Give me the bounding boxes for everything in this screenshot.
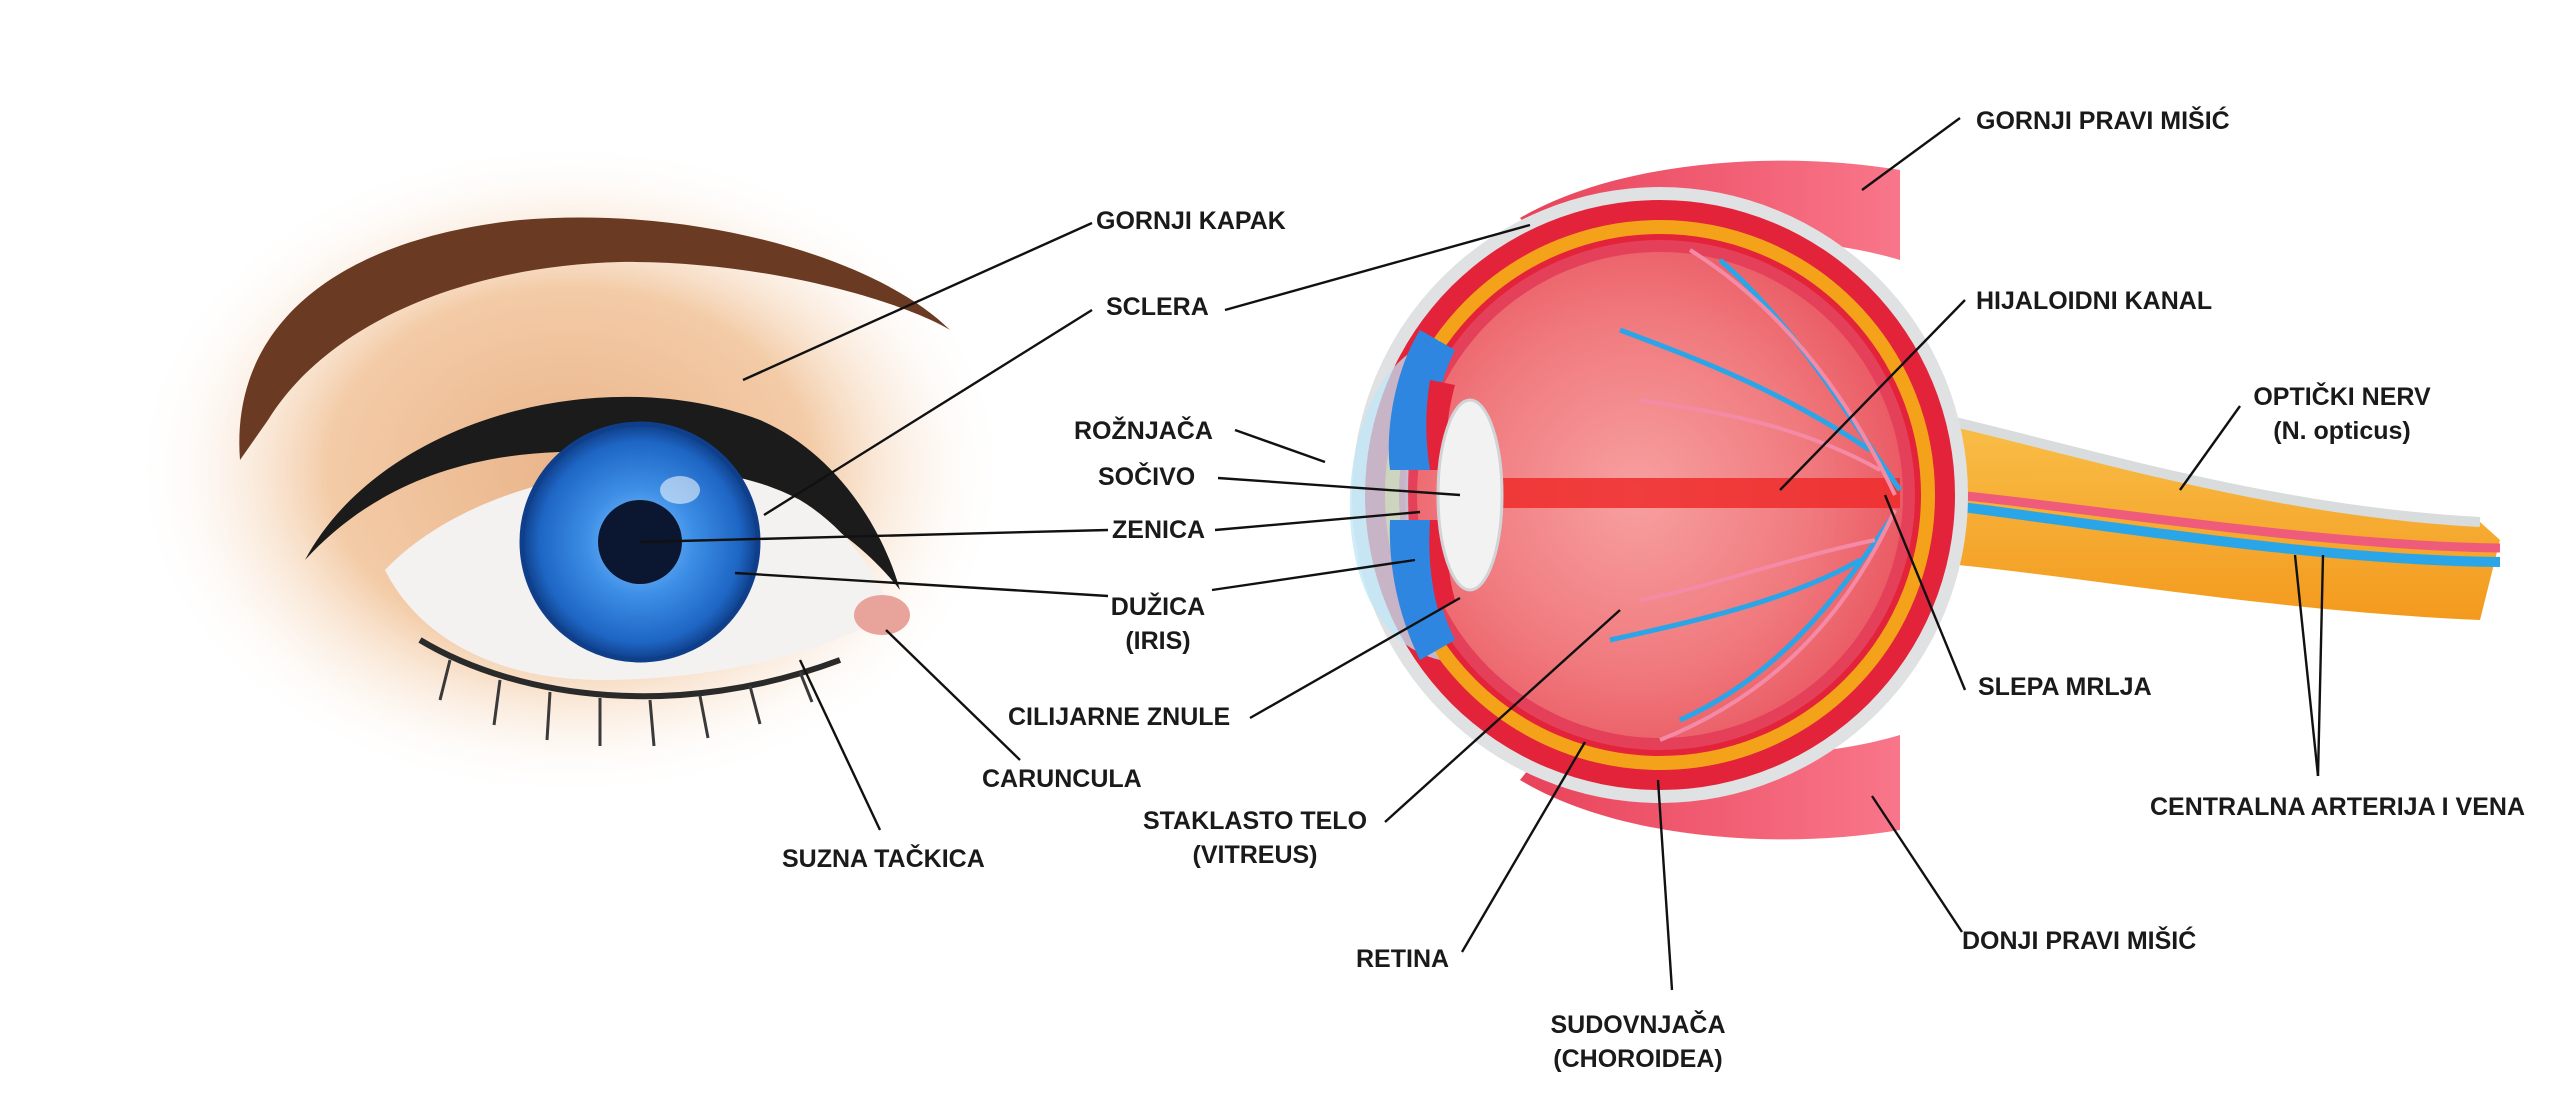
label-sudovnjaca-sub: (CHOROIDEA): [1553, 1045, 1723, 1073]
lens-shape: [1436, 398, 1504, 592]
label-suzna-tackica: SUZNA TAČKICA: [782, 845, 985, 873]
label-caruncula: CARUNCULA: [982, 765, 1142, 793]
leader-sudovnjaca: [1656, 779, 1674, 991]
leader-retina: [1460, 741, 1587, 953]
label-staklasto-telo-sub: (VITREUS): [1192, 841, 1318, 869]
leader-opticki-nerv: [2179, 405, 2241, 491]
label-hijaloidni-kanal: HIJALOIDNI KANAL: [1976, 287, 2213, 315]
leader-zenica-right: [1214, 510, 1421, 532]
leader-sclera-right: [1224, 223, 1531, 312]
label-gornji-pravi-misic: GORNJI PRAVI MIŠIĆ: [1976, 107, 2230, 135]
label-duzica-sub: (IRIS): [1125, 627, 1191, 655]
leader-suzna-tackica: [798, 659, 882, 831]
label-donji-pravi-misic: DONJI PRAVI MIŠIĆ: [1962, 927, 2197, 955]
eye-cross-section: [1349, 160, 2501, 840]
label-slepa-mrlja: SLEPA MRLJA: [1978, 673, 2152, 701]
label-centralna-arterija: CENTRALNA ARTERIJA I VENA: [2150, 793, 2526, 821]
leader-slepa-mrlja: [1883, 494, 1967, 691]
optic-nerve-shape: [1900, 410, 2500, 620]
label-socivo: SOČIVO: [1098, 463, 1196, 491]
iris-section-upper: [1388, 330, 1455, 470]
label-sclera: SCLERA: [1106, 293, 1209, 321]
ciliary-body-lower: [1429, 520, 1455, 610]
retinal-vessels-pink: [1639, 248, 1897, 742]
iris-highlight: [660, 476, 700, 504]
label-duzica: DUŽICA (IRIS): [1108, 590, 1208, 658]
label-staklasto-telo: STAKLASTO TELO (VITREUS): [1138, 804, 1372, 872]
leader-donji-pravi-misic: [1870, 795, 1964, 933]
leader-centralna-2: [2316, 554, 2325, 777]
cornea-shape: [1349, 340, 1440, 660]
label-opticki-nerv-main: OPTIČKI NERV: [2253, 383, 2431, 411]
label-duzica-main: DUŽICA: [1110, 593, 1206, 621]
label-roznjaca: ROŽNJAČA: [1074, 417, 1213, 445]
leader-socivo: [1217, 476, 1461, 497]
leader-gornji-pravi-misic: [1861, 117, 1961, 191]
iris-section-lower: [1389, 520, 1455, 660]
leader-zenica-left: [639, 528, 1109, 544]
label-gornji-kapak: GORNJI KAPAK: [1096, 207, 1286, 235]
leader-lines: [639, 117, 2325, 991]
leader-duzica-right: [1211, 558, 1416, 592]
label-sudovnjaca-main: SUDOVNJAČA: [1550, 1011, 1726, 1039]
iris-rim: [519, 421, 761, 663]
label-sudovnjaca: SUDOVNJAČA (CHOROIDEA): [1540, 1008, 1736, 1076]
label-zenica: ZENICA: [1112, 516, 1206, 544]
ciliary-body-upper: [1426, 380, 1455, 470]
central-artery: [1904, 485, 2501, 553]
label-opticki-nerv: OPTIČKI NERV (N. opticus): [2232, 380, 2452, 448]
leader-gornji-kapak: [742, 221, 1093, 382]
lower-lashes-fringe: [438, 659, 814, 747]
leader-staklasto-telo: [1384, 609, 1621, 823]
optic-nerve-sheath: [1899, 405, 2481, 527]
leader-cilijarne: [1249, 596, 1461, 720]
leader-hijaloidni-kanal: [1779, 299, 1966, 491]
label-opticki-nerv-sub: (N. opticus): [2273, 417, 2411, 445]
caruncula-shape: [854, 595, 910, 635]
label-staklasto-telo-main: STAKLASTO TELO: [1142, 807, 1368, 835]
leader-sclera-left: [763, 308, 1093, 517]
leader-caruncula: [885, 629, 1021, 761]
external-eye-illustration: [130, 140, 1010, 800]
lower-lashes: [418, 637, 842, 700]
central-vein: [1904, 495, 2501, 567]
label-cilijarne-znule: CILIJARNE ZNULE: [1008, 703, 1231, 731]
leader-roznjaca: [1234, 428, 1326, 464]
label-retina: RETINA: [1356, 945, 1450, 973]
hyaloid-canal: [1440, 478, 1900, 508]
leader-centralna-1: [2293, 554, 2320, 777]
eyebrow: [239, 217, 950, 460]
leader-duzica-left: [734, 571, 1109, 598]
upper-lashes: [305, 396, 900, 590]
